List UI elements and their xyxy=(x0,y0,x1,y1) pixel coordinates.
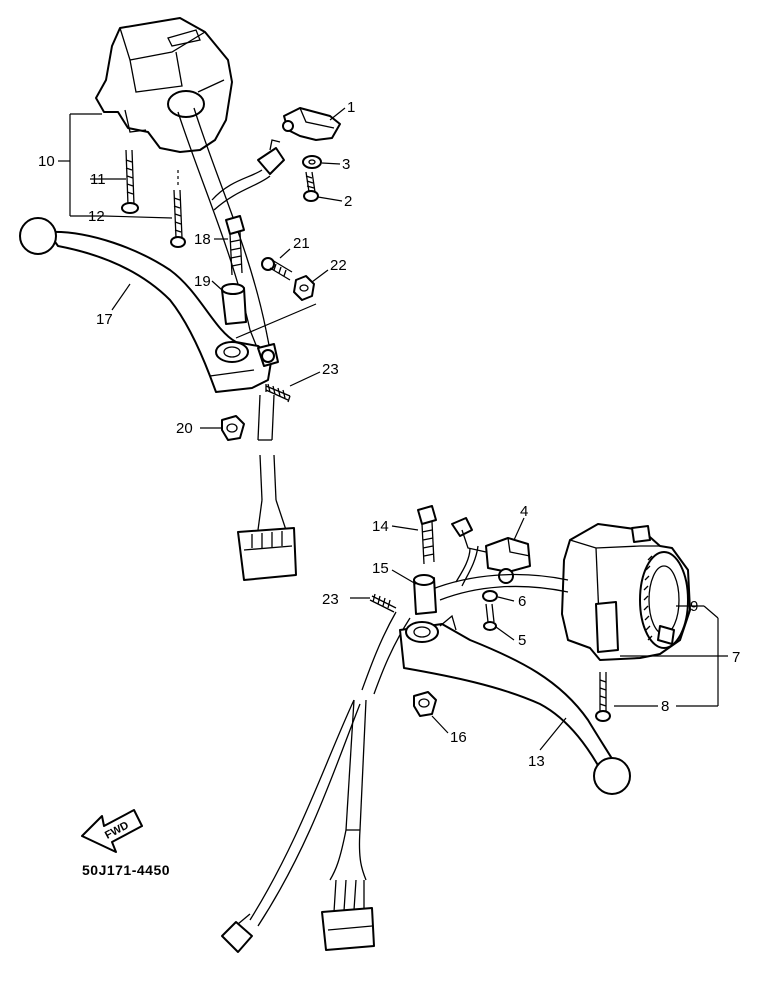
callout-22: 22 xyxy=(330,257,347,274)
spring-23-left xyxy=(265,383,291,403)
bolt-14 xyxy=(417,505,437,565)
screw-12 xyxy=(170,170,186,248)
lever-adjuster xyxy=(257,343,279,367)
callout-11: 11 xyxy=(90,171,106,188)
screw-2 xyxy=(303,171,319,202)
callout-3: 3 xyxy=(342,156,350,173)
callout-23-upper: 23 xyxy=(322,361,339,378)
washer-3 xyxy=(302,155,322,169)
callout-9: 9 xyxy=(690,598,698,615)
washer-6 xyxy=(482,590,498,602)
callout-1: 1 xyxy=(347,99,355,116)
callout-2: 2 xyxy=(344,193,352,210)
callout-6: 6 xyxy=(518,593,526,610)
fwd-arrow-icon: FWD xyxy=(81,809,143,853)
right-main-cable xyxy=(249,573,569,927)
left-switch-housing xyxy=(95,17,233,153)
callout-13: 13 xyxy=(528,753,545,770)
nut-16 xyxy=(413,691,437,717)
callout-labels: 1 2 3 4 5 6 7 8 9 10 11 12 13 14 15 16 1… xyxy=(38,99,740,770)
callout-leaders xyxy=(58,107,728,751)
callout-15: 15 xyxy=(372,560,389,577)
collar-19 xyxy=(221,283,247,325)
collar-15 xyxy=(413,574,437,615)
callout-12: 12 xyxy=(88,208,105,225)
nut-20 xyxy=(221,415,245,441)
callout-20: 20 xyxy=(176,420,193,437)
screw-5 xyxy=(483,603,497,631)
callout-21: 21 xyxy=(293,235,310,252)
callout-8: 8 xyxy=(661,698,669,715)
callout-17: 17 xyxy=(96,311,113,328)
left-connector xyxy=(237,527,297,581)
screw-8 xyxy=(595,672,611,722)
spring-23-right xyxy=(369,593,397,613)
nut-22 xyxy=(293,275,315,301)
right-lever xyxy=(399,614,631,795)
callout-18: 18 xyxy=(194,231,211,248)
bolt-18 xyxy=(225,215,245,276)
right-switch-housing xyxy=(561,523,691,661)
callout-4: 4 xyxy=(520,503,528,520)
callout-23-lower: 23 xyxy=(322,591,339,608)
screw-11 xyxy=(121,149,139,214)
screw-21 xyxy=(261,257,293,281)
left-lever xyxy=(19,217,273,393)
callout-7: 7 xyxy=(732,649,740,666)
right-connector-main xyxy=(321,879,375,951)
callout-10: 10 xyxy=(38,153,55,170)
front-brake-switch xyxy=(451,517,531,587)
right-connector-small xyxy=(221,913,253,953)
part-code: 50J171-4450 xyxy=(82,862,170,878)
callout-16: 16 xyxy=(450,729,467,746)
callout-5: 5 xyxy=(518,632,526,649)
callout-19: 19 xyxy=(194,273,211,290)
clutch-switch xyxy=(282,107,341,141)
left-switch-wire-pigtail xyxy=(211,139,285,211)
callout-14: 14 xyxy=(372,518,389,535)
